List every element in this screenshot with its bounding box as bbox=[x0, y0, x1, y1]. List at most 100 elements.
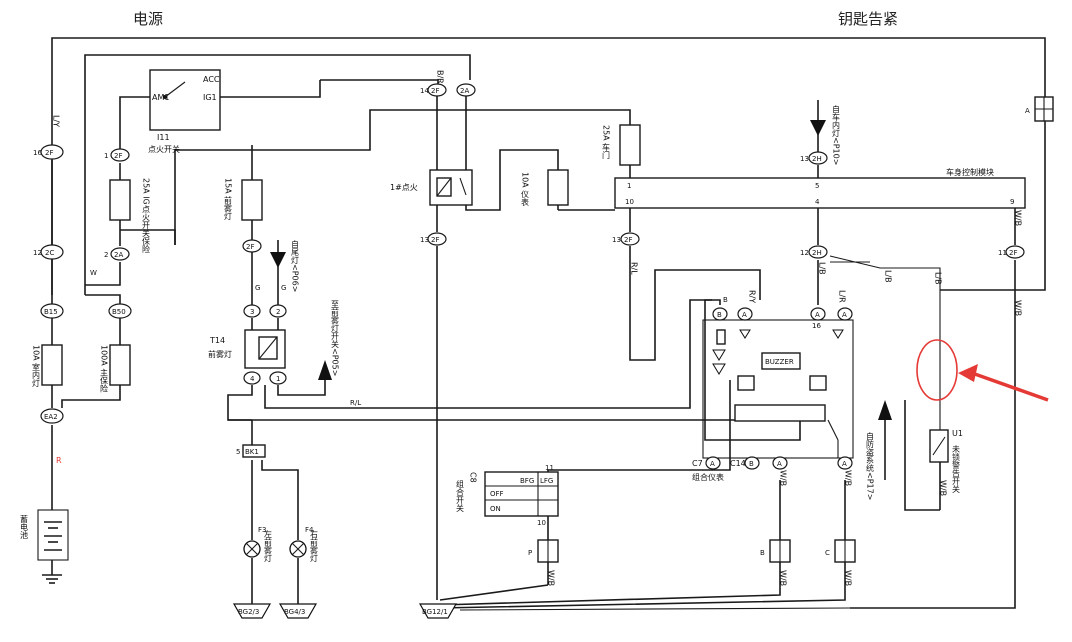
svg-text:右前雾灯: 右前雾灯 bbox=[310, 529, 319, 563]
fuse-ig-25a: 25A IG点火开关保险 bbox=[109, 178, 151, 254]
svg-text:11: 11 bbox=[545, 464, 554, 472]
am1-label: AM1 bbox=[152, 93, 169, 102]
fuse-fog-15a: 15A 前雾灯 bbox=[224, 178, 263, 221]
svg-text:G: G bbox=[281, 284, 286, 292]
header-key-warning: 钥匙告紧 bbox=[838, 10, 899, 28]
signal-arrows: 自尾灯<P06> 至前雾灯开关<P05> 自车内灯<P10> 自防盗系统<P17… bbox=[270, 100, 892, 500]
svg-text:A: A bbox=[742, 311, 747, 319]
svg-text:W/B: W/B bbox=[844, 570, 853, 586]
svg-text:1: 1 bbox=[276, 375, 280, 383]
svg-text:25A 车门: 25A 车门 bbox=[602, 125, 611, 160]
connectors: 2F 16 2C 12 B15 B50 EA2 2F 1 2A 2 2F 3 2… bbox=[33, 83, 1025, 424]
svg-text:R/Y: R/Y bbox=[748, 290, 757, 303]
svg-text:10A 室内灯: 10A 室内灯 bbox=[32, 345, 41, 388]
svg-text:B: B bbox=[723, 296, 728, 304]
svg-text:9: 9 bbox=[1010, 198, 1014, 206]
svg-text:W/B: W/B bbox=[844, 470, 853, 486]
svg-text:W: W bbox=[90, 269, 97, 277]
unlock-warning-switch: U1 未锁警告开关 bbox=[929, 429, 963, 494]
svg-text:蓄电池: 蓄电池 bbox=[20, 514, 29, 539]
svg-text:C8: C8 bbox=[469, 472, 478, 483]
svg-text:ON: ON bbox=[490, 505, 501, 513]
acc-label: ACC bbox=[203, 75, 220, 84]
svg-text:BG2/3: BG2/3 bbox=[238, 608, 259, 616]
svg-text:B: B bbox=[760, 549, 765, 557]
svg-text:车身控制模块: 车身控制模块 bbox=[946, 167, 994, 177]
svg-text:16: 16 bbox=[33, 149, 42, 157]
red-r-label: R bbox=[56, 456, 62, 465]
svg-text:15A 前雾灯: 15A 前雾灯 bbox=[224, 178, 233, 221]
svg-text:W/B: W/B bbox=[939, 480, 948, 496]
svg-text:W/B: W/B bbox=[1014, 300, 1023, 316]
svg-text:BFG: BFG bbox=[520, 477, 534, 485]
ig1-label: IG1 bbox=[203, 93, 217, 102]
svg-text:4: 4 bbox=[815, 198, 820, 206]
svg-text:自车内灯<P10>: 自车内灯<P10> bbox=[832, 104, 841, 165]
svg-text:EA2: EA2 bbox=[44, 413, 58, 421]
svg-text:14: 14 bbox=[420, 87, 429, 95]
svg-text:R/L: R/L bbox=[350, 399, 361, 407]
svg-text:至前雾灯开关<P05>: 至前雾灯开关<P05> bbox=[331, 300, 340, 376]
svg-text:5: 5 bbox=[815, 182, 819, 190]
svg-text:12: 12 bbox=[800, 249, 809, 257]
svg-text:2H: 2H bbox=[812, 155, 822, 163]
svg-text:A: A bbox=[1025, 107, 1030, 115]
svg-text:13: 13 bbox=[800, 155, 809, 163]
relay-1-label: 1#点火 bbox=[390, 183, 418, 192]
svg-text:B/R: B/R bbox=[436, 70, 445, 84]
svg-text:B15: B15 bbox=[44, 308, 58, 316]
svg-text:L/B: L/B bbox=[884, 270, 893, 283]
svg-text:2F: 2F bbox=[45, 149, 53, 157]
svg-text:2F: 2F bbox=[246, 243, 254, 251]
svg-text:R/L: R/L bbox=[630, 262, 639, 275]
svg-text:10: 10 bbox=[625, 198, 634, 206]
svg-text:1: 1 bbox=[627, 182, 631, 190]
svg-text:BG12/1: BG12/1 bbox=[422, 608, 448, 616]
svg-text:A: A bbox=[842, 311, 847, 319]
ignition-switch: ACC AM1 IG1 I11 点火开关 bbox=[148, 69, 221, 154]
svg-text:2: 2 bbox=[104, 251, 108, 259]
fuse-meter-10a: 10A 仪表 bbox=[521, 169, 569, 207]
svg-text:A: A bbox=[842, 460, 847, 468]
svg-text:B: B bbox=[717, 311, 722, 319]
svg-text:自尾灯<P06>: 自尾灯<P06> bbox=[291, 239, 300, 292]
main-wires bbox=[51, 37, 1046, 611]
fuse-room-lamp: 10A 室内灯 bbox=[32, 344, 63, 388]
ground-symbols: BG2/3 BG4/3 BG12/1 bbox=[232, 595, 458, 619]
svg-text:L/B: L/B bbox=[934, 272, 943, 285]
svg-text:L/B: L/B bbox=[818, 262, 827, 275]
combination-switch: BFG LFG OFF ON C8 组合开关 11 10 bbox=[456, 464, 559, 527]
ignition-relay: 1#点火 bbox=[390, 169, 473, 206]
svg-text:L/R: L/R bbox=[838, 290, 847, 303]
svg-text:10: 10 bbox=[537, 519, 546, 527]
wire-codes: L/Y W G G R/L R/L B/R L/B L/B L/B W/B W/… bbox=[52, 70, 1023, 586]
svg-text:2F: 2F bbox=[431, 87, 439, 95]
connector-a-top: A bbox=[1025, 96, 1054, 122]
fog-lamp-right: F4 右前雾灯 bbox=[289, 526, 319, 563]
svg-text:5: 5 bbox=[236, 448, 240, 456]
svg-text:G: G bbox=[255, 284, 260, 292]
svg-text:W/B: W/B bbox=[779, 570, 788, 586]
svg-text:100A 主保险: 100A 主保险 bbox=[100, 345, 109, 393]
svg-text:W/B: W/B bbox=[1014, 210, 1023, 226]
bottom-connectors: P B C bbox=[528, 539, 856, 563]
svg-text:2F: 2F bbox=[624, 236, 632, 244]
svg-text:C14: C14 bbox=[730, 459, 746, 468]
svg-text:BUZZER: BUZZER bbox=[765, 358, 794, 366]
svg-text:13: 13 bbox=[612, 236, 621, 244]
svg-text:A: A bbox=[815, 311, 820, 319]
svg-text:C: C bbox=[825, 549, 830, 557]
ign-switch-ref: I11 bbox=[157, 133, 170, 142]
svg-text:F3: F3 bbox=[258, 526, 266, 534]
svg-text:2A: 2A bbox=[460, 87, 469, 95]
svg-text:自防盗系统<P17>: 自防盗系统<P17> bbox=[866, 431, 875, 500]
svg-text:未锁警告开关: 未锁警告开关 bbox=[952, 444, 961, 494]
svg-text:BG4/3: BG4/3 bbox=[284, 608, 305, 616]
svg-text:W/B: W/B bbox=[779, 470, 788, 486]
svg-text:12: 12 bbox=[33, 249, 42, 257]
svg-text:2F: 2F bbox=[114, 152, 122, 160]
svg-text:25A IG点火开关保险: 25A IG点火开关保险 bbox=[142, 178, 151, 254]
body-control-module: 车身控制模块 1 10 5 4 9 bbox=[625, 167, 1014, 206]
ign-switch-name: 点火开关 bbox=[148, 144, 180, 154]
svg-text:16: 16 bbox=[812, 322, 821, 330]
